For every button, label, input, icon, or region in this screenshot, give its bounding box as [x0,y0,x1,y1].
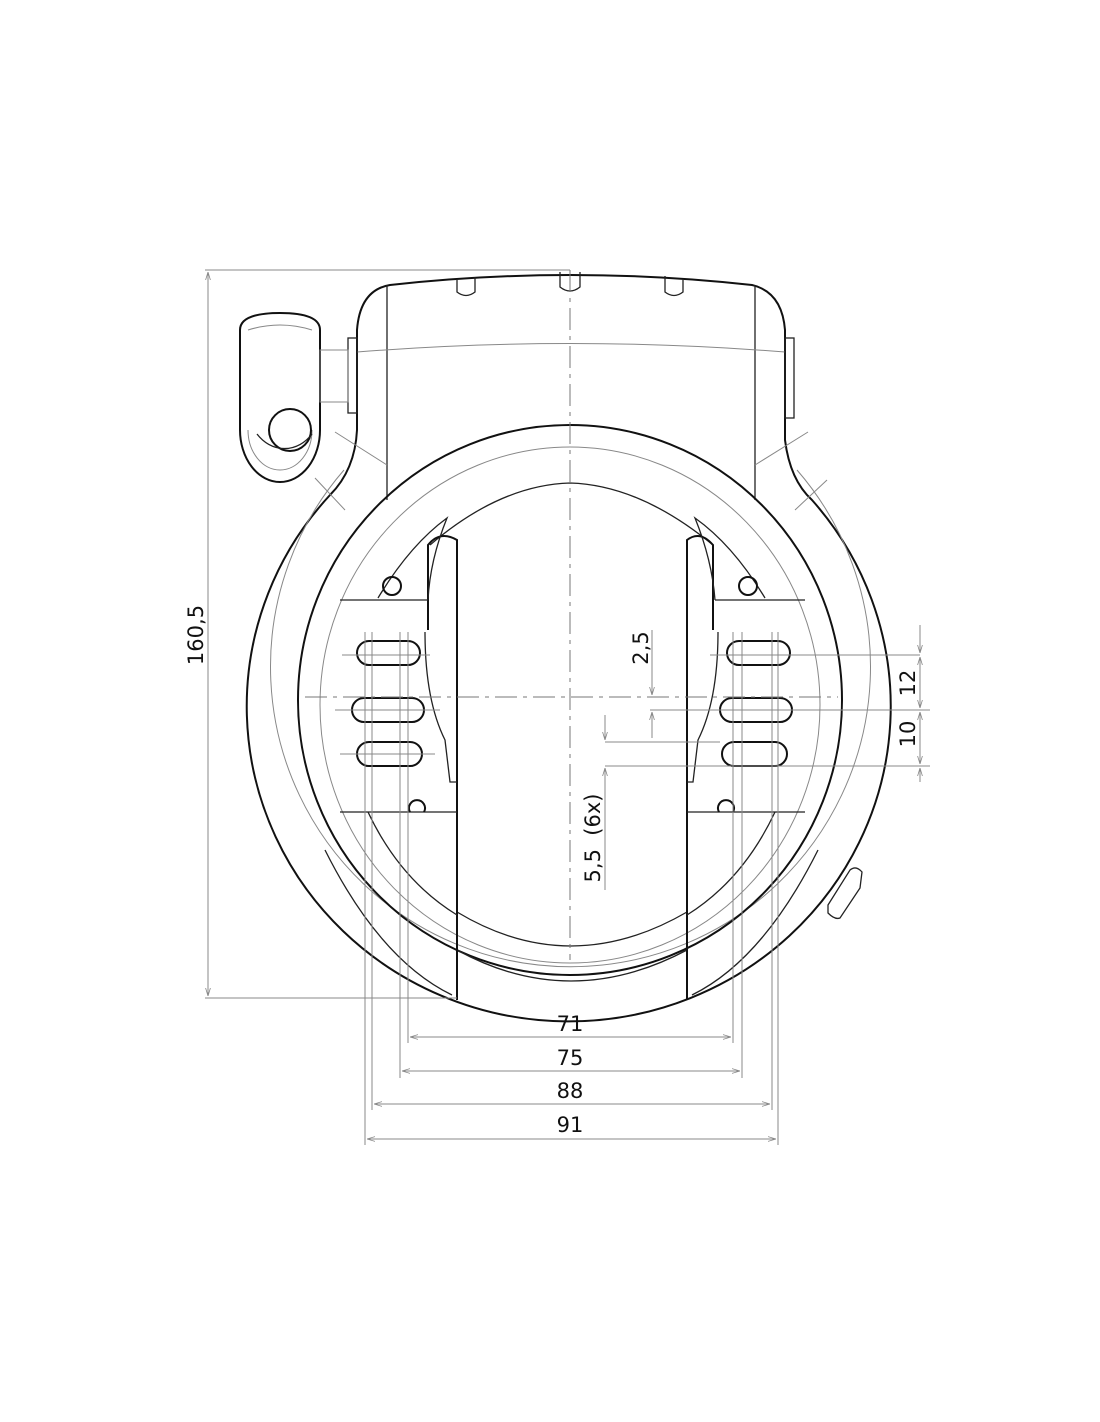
dim-2-5-label: 2,5 [629,631,653,664]
dim-91-label: 91 [557,1113,584,1137]
dim-88-label: 88 [557,1079,584,1103]
release-knob [827,867,863,920]
dim-71-label: 71 [557,1012,584,1036]
dim-12-label: 12 [896,670,920,697]
dim-slot-width-label: 5,5 (6x) [581,794,605,883]
mounting-slots [351,640,793,767]
center-lines [205,269,930,1145]
shackle-opening [324,516,819,1000]
dim-10-label: 10 [896,721,920,748]
lock-body [245,272,892,1023]
mounting-bracket [239,311,349,483]
dim-height-label: 160,5 [184,605,208,665]
dimension-lines [208,272,920,1139]
dim-75-label: 75 [557,1046,584,1070]
